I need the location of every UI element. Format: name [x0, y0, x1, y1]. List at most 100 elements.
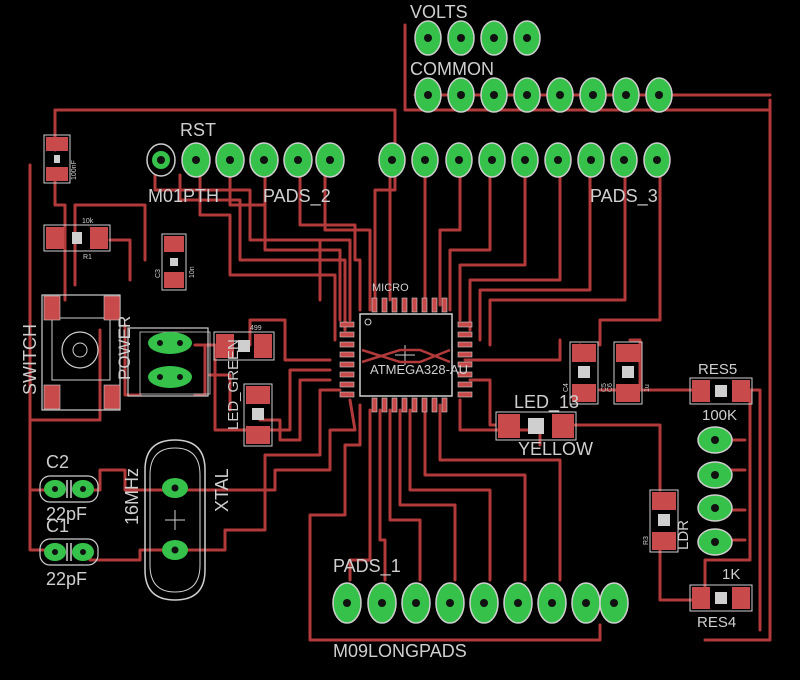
capacitor-c3 — [161, 233, 187, 291]
header-pad — [378, 142, 406, 178]
mcu-bottom-pins — [371, 397, 448, 413]
capacitor-c4 — [569, 341, 599, 405]
mcu-left-pins — [339, 321, 355, 398]
header-pad — [612, 77, 640, 113]
header-pad — [249, 142, 279, 178]
crystal-pad — [162, 540, 188, 560]
silkscreen-labels: VOLTS COMMON RST M01PTH PADS_2 PADS_3 MI… — [20, 2, 740, 661]
pads-1-header — [332, 582, 629, 624]
smd-components — [43, 134, 753, 612]
switch-component — [41, 294, 121, 411]
mcu-top-pins — [371, 297, 448, 313]
micro-label: MICRO — [372, 282, 409, 294]
res4-label: RES4 — [697, 614, 736, 631]
ldr-label: LDR — [675, 520, 692, 550]
r1-label: R1 — [83, 254, 92, 261]
r3-label: R3 — [643, 536, 650, 545]
common-label: COMMON — [410, 59, 494, 79]
mcu-right-pins — [457, 321, 473, 398]
crystal-16mhz — [144, 439, 206, 601]
header-pad — [571, 582, 601, 624]
c3-label: C3 — [155, 269, 162, 278]
cap-pad — [72, 480, 94, 498]
r1-value-label: 10k — [82, 218, 94, 225]
resistor-499 — [243, 383, 273, 447]
header-pad — [645, 77, 673, 113]
header-pad — [445, 142, 473, 178]
copper-traces — [28, 23, 772, 642]
header-pad — [537, 582, 567, 624]
res-499-label: 499 — [250, 325, 262, 332]
header-pad — [579, 77, 607, 113]
c2-label: C2 — [46, 452, 69, 472]
capacitor-top-left — [43, 134, 71, 184]
header-pad — [414, 20, 442, 56]
header-pad — [610, 142, 638, 178]
chip-label: ATMEGA328-AU — [370, 362, 468, 377]
pads-2-header — [146, 142, 345, 178]
header-pad — [435, 582, 465, 624]
led-13-label: LED_13 — [514, 392, 579, 413]
header-pad — [511, 142, 539, 178]
header-pad — [643, 142, 671, 178]
header-pad — [513, 77, 541, 113]
header-pad — [697, 461, 733, 489]
cap-pad — [44, 543, 66, 561]
header-pad — [697, 426, 733, 454]
res5-value-label: 100K — [702, 407, 737, 424]
c5-value-label: 1u — [644, 384, 651, 392]
res5-label: RES5 — [698, 361, 737, 378]
capacitor-c1 — [39, 538, 99, 566]
header-pad — [283, 142, 313, 178]
resistor-r1 — [43, 224, 111, 252]
power-label: POWER — [115, 316, 134, 380]
header-pad — [480, 20, 508, 56]
cap-pad — [44, 480, 66, 498]
c4-label: C4 — [563, 383, 570, 392]
rst-label: RST — [180, 120, 216, 140]
c5-label: C5 — [601, 383, 608, 392]
c6-label: C6 — [607, 383, 614, 392]
header-pad — [215, 142, 245, 178]
volts-header — [414, 20, 541, 56]
common-header — [414, 77, 673, 113]
m09longpads-label: M09LONGPADS — [333, 641, 467, 661]
led-green — [213, 331, 275, 361]
switch-label: SWITCH — [20, 324, 40, 395]
header-pad — [577, 142, 605, 178]
header-pad — [181, 142, 211, 178]
c3-value-label: 10n — [189, 266, 196, 278]
header-pad — [315, 142, 345, 178]
c1-label: C1 — [46, 516, 69, 536]
header-pad — [447, 77, 475, 113]
crystal-frequency-label: 16MHz — [122, 468, 142, 525]
c1-value-label: 22pF — [46, 569, 87, 589]
c2-value-label: 22pF — [46, 504, 87, 524]
power-connector — [127, 327, 211, 397]
power-pad — [148, 332, 192, 354]
atmega328-chip — [339, 297, 473, 413]
led-13 — [495, 411, 577, 441]
header-pad — [332, 582, 362, 624]
header-pad — [480, 77, 508, 113]
res4-value-label: 1K — [722, 566, 740, 583]
power-pad — [148, 366, 192, 388]
ldr-header — [697, 426, 733, 556]
header-pad — [411, 142, 439, 178]
header-pad — [599, 582, 629, 624]
pads-3-header — [378, 142, 671, 178]
header-pad — [401, 582, 431, 624]
m01pth-label: M01PTH — [148, 186, 219, 206]
pads-1-label: PADS_1 — [333, 556, 401, 577]
led-green-label: LED_GREEN — [225, 339, 242, 430]
header-pad — [414, 77, 442, 113]
crystal-pad — [162, 478, 188, 498]
resistor-res5 — [689, 377, 753, 405]
switch-pads — [43, 295, 121, 410]
header-pad — [447, 20, 475, 56]
header-pad — [697, 494, 733, 522]
resistor-res4 — [689, 584, 753, 612]
capacitor-value-label: 100nF — [71, 160, 78, 180]
